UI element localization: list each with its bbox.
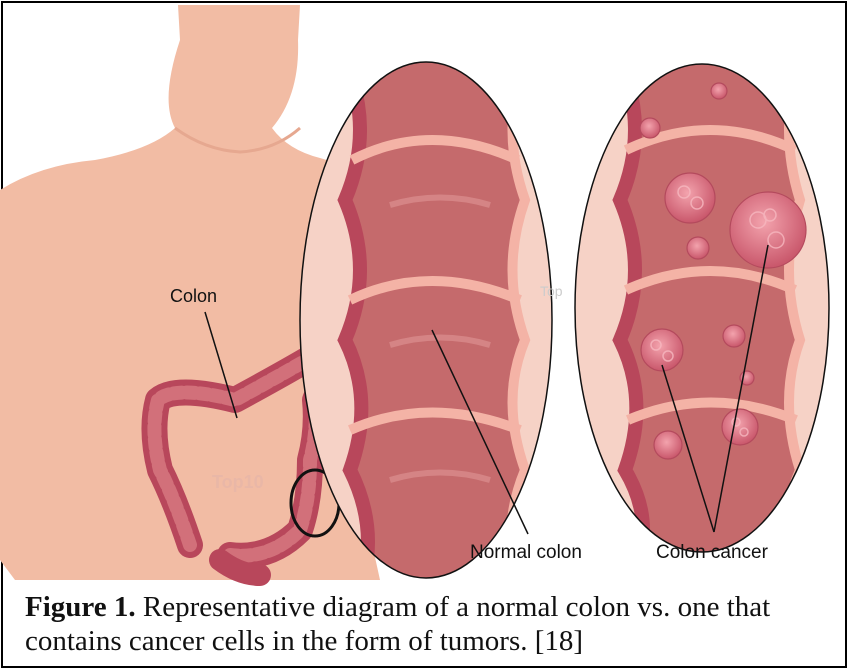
watermark-inset: Top	[540, 283, 563, 299]
label-normal-colon: Normal colon	[470, 542, 582, 563]
caption-figure-label: Figure 1.	[25, 591, 136, 623]
watermark-body: Top10	[212, 472, 264, 492]
colon-illustration: Top10 Colon Top	[0, 0, 850, 590]
caption-text: Representative diagram of a normal colon…	[25, 591, 770, 657]
label-colon: Colon	[170, 286, 217, 306]
figure-caption: Figure 1. Representative diagram of a no…	[25, 590, 835, 658]
label-colon-cancer: Colon cancer	[656, 542, 769, 563]
